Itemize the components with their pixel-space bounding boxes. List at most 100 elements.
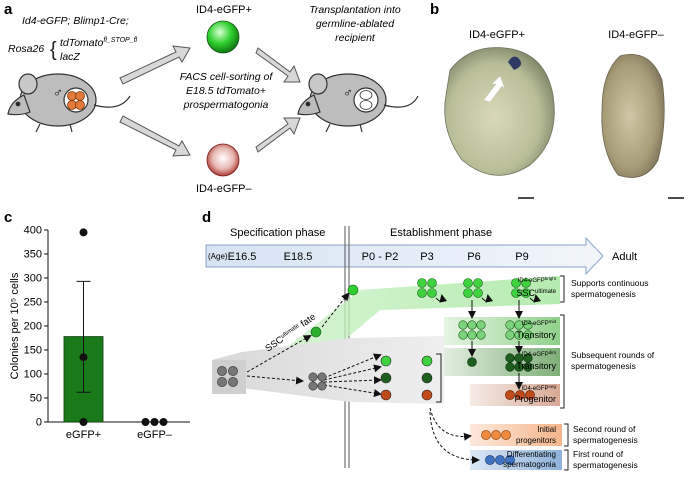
facs-line1: FACS cell-sorting of bbox=[180, 71, 274, 83]
state-initial-line2: progenitors bbox=[516, 436, 556, 445]
chart-x-tick-label: eGFP– bbox=[137, 429, 173, 441]
state-high-sup: ID4-eGFPbright bbox=[518, 276, 557, 284]
testis-neg-title: ID4-eGFP– bbox=[608, 29, 665, 41]
pos-sort-label: ID4-eGFP+ bbox=[196, 4, 252, 16]
state-initial-line1: Initial bbox=[537, 425, 556, 434]
dashed-arrows bbox=[246, 292, 480, 464]
arrows-to-sort bbox=[119, 45, 301, 157]
genotype-tdtomato: tdTomatofl_STOP_fl bbox=[60, 37, 138, 49]
note-first-1: First round of bbox=[573, 449, 624, 459]
p0p2-column bbox=[380, 355, 392, 401]
state-neg-sup: ID4-eGFPneg bbox=[521, 384, 556, 392]
age-label: (Age) bbox=[208, 252, 228, 261]
donor-testes-icon bbox=[67, 91, 85, 110]
green-cell-icon bbox=[206, 20, 240, 54]
initial-cells bbox=[481, 430, 511, 440]
blue-colony-mark bbox=[508, 56, 522, 70]
state-mid-sup: ID4-eGFPmid bbox=[522, 319, 557, 327]
panel-label-b: b bbox=[430, 1, 439, 18]
progression-arrows bbox=[468, 300, 523, 390]
p3-bracket bbox=[436, 353, 442, 403]
age-p0p2: P0 - P2 bbox=[362, 251, 399, 263]
donor-male-symbol: ♂ bbox=[53, 85, 63, 100]
state-dim-sup: ID4-eGFPdim bbox=[522, 350, 557, 358]
state-diff-line1: Differentiating bbox=[507, 450, 556, 459]
transplant-line3: recipient bbox=[335, 32, 376, 44]
testis-pos-title: ID4-eGFP+ bbox=[469, 29, 525, 41]
recipient-male-symbol: ♂ bbox=[343, 85, 353, 100]
chart-point bbox=[79, 353, 88, 362]
diff-cells bbox=[485, 455, 515, 465]
origin-cells bbox=[217, 366, 238, 387]
note-first-2: spermatogenesis bbox=[573, 460, 638, 470]
p0-grey-cluster bbox=[308, 372, 327, 391]
state-mid-name: Transitory bbox=[516, 330, 556, 340]
note-continuous-2: spermatogenesis bbox=[571, 289, 636, 299]
neg-sort-label: ID4-eGFP– bbox=[196, 183, 253, 195]
neg-cells bbox=[505, 390, 535, 400]
chart-y-axis-label: Colonies per 10⁵ cells bbox=[9, 272, 21, 379]
chart-point bbox=[141, 418, 150, 426]
chart-y-tick-label: 0 bbox=[36, 417, 42, 429]
age-adult: Adult bbox=[612, 251, 637, 263]
chart-y-tick-label: 350 bbox=[24, 249, 42, 261]
chart-y-tick-label: 200 bbox=[24, 321, 42, 333]
note-second-1: Second round of bbox=[573, 424, 636, 434]
right-brackets bbox=[560, 275, 569, 471]
mid-cells bbox=[458, 320, 533, 340]
grey-band bbox=[212, 336, 444, 404]
ssc-fate-cell bbox=[310, 326, 322, 338]
state-dim-name: Transitory bbox=[516, 361, 556, 371]
note-continuous-1: Supports continuous bbox=[571, 278, 649, 288]
chart-x-tick-label: eGFP+ bbox=[66, 429, 101, 441]
chart-y-tick-label: 150 bbox=[24, 345, 42, 357]
panel-label-d: d bbox=[202, 209, 211, 226]
initial-band bbox=[470, 424, 562, 446]
genotype-brace: { bbox=[50, 39, 57, 61]
recipient-testes-icon bbox=[359, 90, 373, 110]
note-second-2: spermatogenesis bbox=[573, 435, 638, 445]
note-subsequent-1: Subsequent rounds of bbox=[571, 350, 655, 360]
transplant-line2: germline-ablated bbox=[316, 18, 395, 30]
panel-c: c Colonies per 10⁵ cells 0 50 100 150 200 250… bbox=[4, 209, 190, 441]
genotype-line1: Id4-eGFP; Blimp1-Cre; bbox=[22, 15, 129, 27]
chart-y-tick-label: 100 bbox=[24, 369, 42, 381]
panel-label-a: a bbox=[4, 1, 13, 18]
ssc-quartets bbox=[417, 278, 531, 298]
age-p6: P6 bbox=[467, 251, 480, 263]
panel-label-c: c bbox=[4, 209, 12, 226]
diff-band bbox=[470, 450, 562, 470]
chart-y-tick-label: 400 bbox=[24, 225, 42, 237]
transplant-line1: Transplantation into bbox=[309, 4, 401, 16]
p0-ssc-cell bbox=[347, 284, 359, 296]
chart-y-tick-label: 50 bbox=[30, 393, 42, 405]
chart-y-tick-label: 300 bbox=[24, 273, 42, 285]
facs-line3: prospermatogonia bbox=[183, 99, 269, 111]
timeline-arrow bbox=[205, 236, 604, 276]
state-diff-line2: spermatogonia bbox=[503, 460, 556, 469]
age-p9: P9 bbox=[515, 251, 528, 263]
neg-band bbox=[470, 384, 560, 406]
recipient-mouse-icon bbox=[297, 73, 419, 133]
note-subsequent-2: spermatogenesis bbox=[571, 361, 636, 371]
specification-phase-label: Specification phase bbox=[230, 227, 325, 239]
chart-y-tick-label: 250 bbox=[24, 297, 42, 309]
state-high-name: SSCultimate bbox=[516, 288, 556, 298]
facs-line2: E18.5 tdTomato+ bbox=[186, 85, 266, 97]
self-renewal-arrows bbox=[435, 294, 542, 303]
genotype-lacz: lacZ bbox=[60, 51, 80, 63]
genotype-rosa: Rosa26 bbox=[8, 43, 44, 55]
panel-b: b ID4-eGFP+ ID4-eGFP– bbox=[430, 1, 684, 199]
chart-point bbox=[79, 228, 88, 237]
chart-point bbox=[159, 418, 168, 426]
age-e165: E16.5 bbox=[228, 251, 257, 263]
age-e185: E18.5 bbox=[284, 251, 313, 263]
testis-neg-image bbox=[601, 54, 665, 178]
age-p3: P3 bbox=[420, 251, 433, 263]
ssc-band bbox=[255, 276, 560, 378]
colony-arrow-icon bbox=[483, 75, 506, 103]
panel-a: a Id4-eGFP; Blimp1-Cre; Rosa26 { tdTomat… bbox=[4, 1, 419, 195]
testis-pos-image bbox=[444, 47, 555, 176]
dim-cells bbox=[467, 353, 533, 372]
